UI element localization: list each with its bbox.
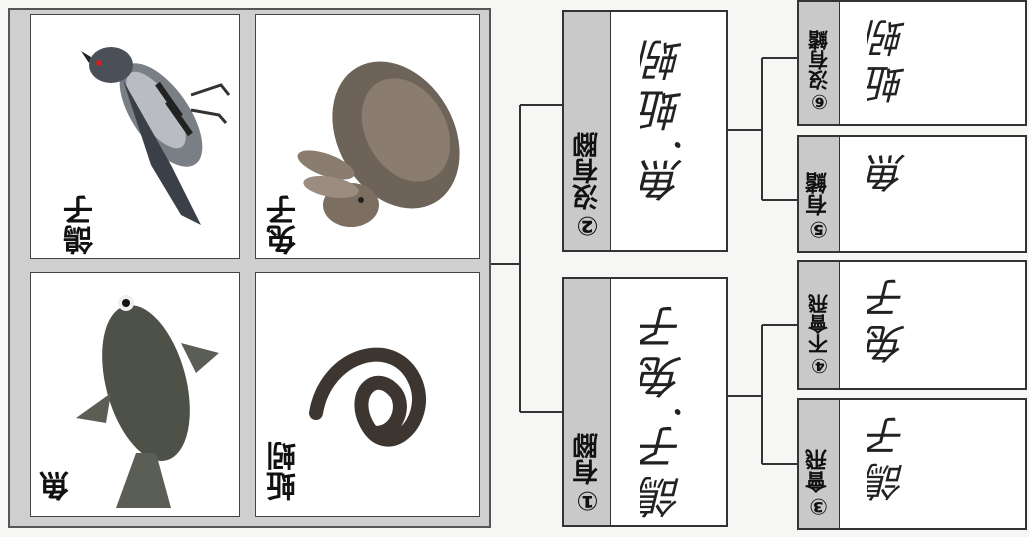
group-has-legs: ①有腳 鴿子.兔子	[562, 277, 728, 527]
group-answer: 魚	[867, 147, 913, 193]
fish-image	[76, 295, 219, 508]
group-answer: 鴿子	[867, 410, 913, 502]
animal-label-fish: 魚	[40, 471, 75, 501]
animal-card-rabbit: 兔子	[255, 14, 480, 259]
earthworm-image	[309, 347, 426, 447]
group-answer: 鴿子.兔子	[640, 299, 691, 519]
pigeon-image	[81, 47, 231, 225]
group-header: ⑤有鰭	[799, 137, 840, 251]
animal-card-pigeon: 鴿子	[30, 14, 240, 259]
group-no-fins: ⑥沒有鰭 蚯蚓	[797, 0, 1027, 126]
group-cannot-fly: ④不會飛 兔子	[797, 260, 1027, 390]
animal-card-earthworm: 蚯蚓	[255, 272, 480, 517]
group-has-fins: ⑤有鰭 魚	[797, 135, 1027, 253]
group-answer: 魚.蚯蚓	[640, 32, 691, 202]
group-header: ①有腳	[564, 279, 611, 525]
animal-label-rabbit: 兔子	[267, 195, 302, 255]
group-label: ②沒有腳	[572, 132, 603, 240]
group-can-fly: ③會飛 鴿子	[797, 398, 1027, 530]
animal-label-earthworm: 蚯蚓	[267, 441, 302, 501]
group-answer: 蚯蚓	[867, 12, 913, 104]
group-no-legs: ②沒有腳 魚.蚯蚓	[562, 10, 728, 252]
group-label: ⑤有鰭	[806, 172, 831, 241]
group-header: ④不會飛	[799, 262, 840, 388]
group-label: ⑥沒有鰭	[807, 30, 832, 114]
rabbit-image	[297, 61, 460, 227]
group-answer: 兔子	[867, 272, 913, 364]
group-header: ③會飛	[799, 400, 840, 528]
group-header: ②沒有腳	[564, 12, 611, 250]
animal-panel: 鴿子 兔子 魚 蚯蚓	[8, 8, 491, 528]
group-label: ①有腳	[572, 433, 603, 515]
group-header: ⑥沒有鰭	[799, 2, 840, 124]
group-label: ④不會飛	[807, 294, 832, 378]
animal-label-pigeon: 鴿子	[64, 195, 99, 255]
group-label: ③會飛	[806, 449, 831, 518]
animal-card-fish: 魚	[30, 272, 240, 517]
